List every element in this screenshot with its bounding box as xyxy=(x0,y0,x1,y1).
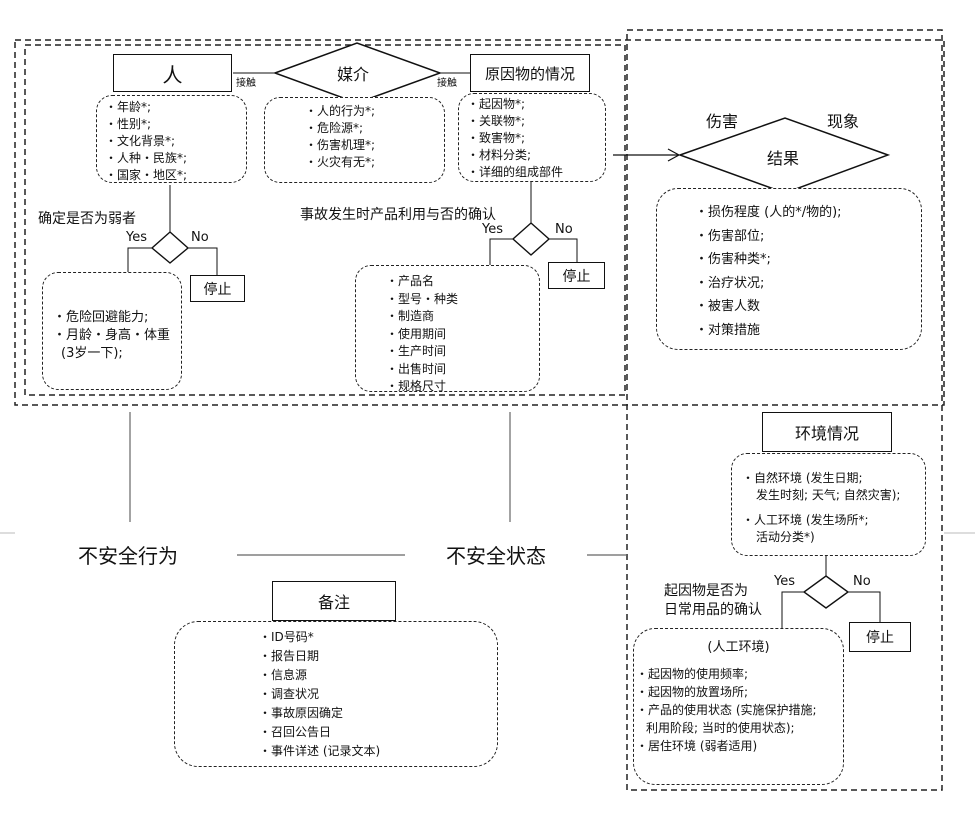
list-item: 出售时间 xyxy=(386,361,539,379)
result-attributes-box: 损伤程度 (人的*/物的); 伤害部位; 伤害种类*; 治疗状况; 被害人数 对… xyxy=(656,188,922,350)
cause-attributes-box: 起因物*; 关联物*; 致害物*; 材料分类; 详细的组成部件 xyxy=(458,93,606,182)
list-item: 伤害机理*; xyxy=(305,137,444,154)
list-item: 危险源*; xyxy=(305,120,444,137)
person-attributes-list: 年龄*; 性别*; 文化背景*; 人种・民族*; 国家・地区*; xyxy=(105,99,246,184)
unsafe-state-label: 不安全状态 xyxy=(446,544,546,568)
person-attributes-box: 年龄*; 性别*; 文化背景*; 人种・民族*; 国家・地区*; xyxy=(96,95,247,183)
list-item: 被害人数 xyxy=(695,295,921,319)
notes-box: ID号码* 报告日期 信息源 调查状况 事故原因确定 召回公告日 事件详述 (记… xyxy=(174,621,498,767)
vulnerable-question: 确定是否为弱者 xyxy=(38,211,136,227)
product-details-list: 产品名 型号・种类 制造商 使用期间 生产时间 出售时间 规格尺寸 xyxy=(386,273,539,396)
person-title: 人 xyxy=(113,54,232,92)
list-item: ・起因物的使用频率; xyxy=(636,667,749,681)
product-stop: 停止 xyxy=(548,262,605,289)
list-item: 使用期间 xyxy=(386,326,539,344)
list-item: 火灾有无*; xyxy=(305,154,444,171)
daily-stop: 停止 xyxy=(849,622,911,652)
inner-region-frame xyxy=(24,44,626,396)
vulnerable-yes: Yes xyxy=(126,230,147,245)
product-no: No xyxy=(555,222,573,237)
list-item: 人的行为*; xyxy=(305,103,444,120)
right-region-frame xyxy=(626,29,943,791)
list-item: 人种・民族*; xyxy=(105,150,246,167)
unsafe-behavior-label: 不安全行为 xyxy=(78,544,178,568)
list-item: ・居住环境 (弱者适用) xyxy=(636,739,758,753)
list-item: 致害物*; xyxy=(467,130,605,147)
list-item: 产品名 xyxy=(386,273,539,291)
environment-artificial: ・人工环境 (发生场所*; xyxy=(742,513,869,527)
detail-item: (3岁一下); xyxy=(61,346,123,361)
left-region-frame xyxy=(14,39,945,406)
environment-artificial-cont: 活动分类*) xyxy=(756,530,815,544)
daily-no: No xyxy=(853,574,871,589)
contact-label-right: 接触 xyxy=(437,78,457,89)
vulnerable-details-box: ・危险回避能力; ・月龄・身高・体重 (3岁一下); xyxy=(42,272,182,390)
list-item: 事件详述 (记录文本) xyxy=(259,742,497,761)
list-item: 事故原因确定 xyxy=(259,704,497,723)
list-item: ID号码* xyxy=(259,628,497,647)
detail-item: ・月龄・身高・体重 xyxy=(53,328,171,343)
product-details-box: 产品名 型号・种类 制造商 使用期间 生产时间 出售时间 规格尺寸 xyxy=(355,265,540,393)
environment-title: 环境情况 xyxy=(762,412,892,452)
notes-list: ID号码* 报告日期 信息源 调查状况 事故原因确定 召回公告日 事件详述 (记… xyxy=(259,628,497,761)
medium-title: 媒介 xyxy=(337,65,370,84)
notes-title: 备注 xyxy=(272,581,396,621)
list-item: 伤害种类*; xyxy=(695,248,921,272)
result-diamond xyxy=(677,117,891,194)
detail-item: ・危险回避能力; xyxy=(53,310,149,325)
list-item: 材料分类; xyxy=(467,147,605,164)
product-question: 事故发生时产品利用与否的确认 xyxy=(300,207,496,223)
list-item: 利用阶段; 当时的使用状态); xyxy=(646,721,795,735)
environment-natural: ・自然环境 (发生日期; xyxy=(742,471,863,485)
list-item: 文化背景*; xyxy=(105,133,246,150)
medium-attributes-list: 人的行为*; 危险源*; 伤害机理*; 火灾有无*; xyxy=(305,103,444,171)
harm-label: 伤害 xyxy=(706,112,739,131)
daily-heading: (人工环境) xyxy=(707,640,770,655)
list-item: 调查状况 xyxy=(259,685,497,704)
product-yes: Yes xyxy=(482,222,503,237)
list-item: 生产时间 xyxy=(386,343,539,361)
list-item: 报告日期 xyxy=(259,647,497,666)
list-item: 详细的组成部件 xyxy=(467,164,605,181)
list-item: 伤害部位; xyxy=(695,225,921,249)
daily-details-box: (人工环境) ・起因物的使用频率; ・起因物的放置场所; ・产品的使用状态 (实… xyxy=(633,628,844,785)
list-item: 损伤程度 (人的*/物的); xyxy=(695,201,921,225)
list-item: 规格尺寸 xyxy=(386,378,539,396)
result-title: 结果 xyxy=(767,149,800,168)
list-item: 关联物*; xyxy=(467,113,605,130)
list-item: 召回公告日 xyxy=(259,723,497,742)
daily-yes: Yes xyxy=(774,574,795,589)
environment-box: ・自然环境 (发生日期; 发生时刻; 天气; 自然灾害); ・人工环境 (发生场… xyxy=(731,453,926,556)
list-item: 年龄*; xyxy=(105,99,246,116)
vulnerable-decision xyxy=(150,231,190,264)
list-item: ・产品的使用状态 (实施保护措施; xyxy=(636,703,817,717)
vulnerable-stop: 停止 xyxy=(190,275,245,302)
product-decision xyxy=(511,222,551,256)
contact-label-left: 接触 xyxy=(236,78,256,89)
cause-attributes-list: 起因物*; 关联物*; 致害物*; 材料分类; 详细的组成部件 xyxy=(467,96,605,181)
cause-title: 原因物的情况 xyxy=(470,54,590,92)
daily-decision xyxy=(802,575,850,609)
vulnerable-no: No xyxy=(191,230,209,245)
result-attributes-list: 损伤程度 (人的*/物的); 伤害部位; 伤害种类*; 治疗状况; 被害人数 对… xyxy=(695,201,921,342)
list-item: 起因物*; xyxy=(467,96,605,113)
list-item: 制造商 xyxy=(386,308,539,326)
list-item: 型号・种类 xyxy=(386,291,539,309)
list-item: 治疗状况; xyxy=(695,272,921,296)
medium-attributes-box: 人的行为*; 危险源*; 伤害机理*; 火灾有无*; xyxy=(264,97,445,183)
list-item: 对策措施 xyxy=(695,319,921,343)
daily-question: 起因物是否为 日常用品的确认 xyxy=(664,583,762,618)
environment-natural-cont: 发生时刻; 天气; 自然灾害); xyxy=(756,488,901,502)
list-item: 性别*; xyxy=(105,116,246,133)
list-item: ・起因物的放置场所; xyxy=(636,685,749,699)
phenomenon-label: 现象 xyxy=(827,112,860,131)
list-item: 信息源 xyxy=(259,666,497,685)
list-item: 国家・地区*; xyxy=(105,167,246,184)
